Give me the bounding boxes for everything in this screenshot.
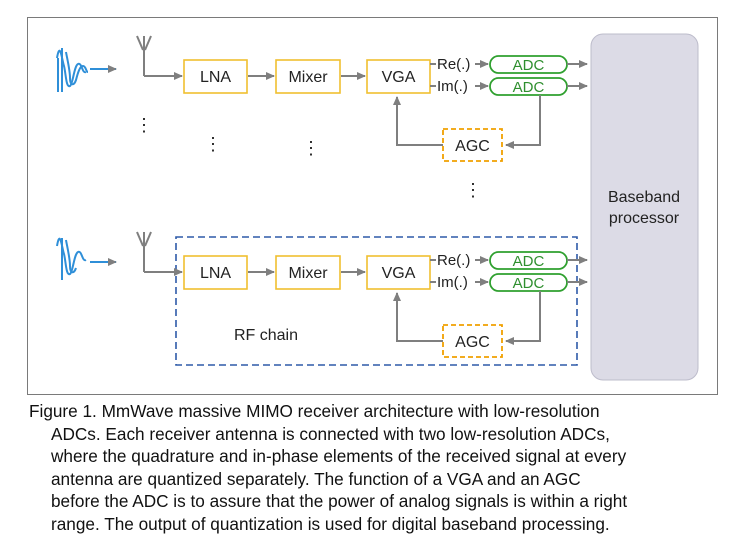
agc-label: AGC — [455, 334, 490, 351]
ellipsis-agc: ⋮ — [464, 180, 482, 200]
vga-label: VGA — [382, 265, 416, 282]
rf-chain-label: RF chain — [234, 327, 298, 344]
caption-line-4: antenna are quantized separately. The fu… — [51, 468, 581, 489]
caption-line-6: range. The output of quantization is use… — [51, 513, 610, 534]
lna-label: LNA — [200, 265, 231, 282]
baseband-label-line2: processor — [609, 210, 680, 227]
im-label: Im(.) — [437, 274, 468, 291]
re-label: Re(.) — [437, 56, 470, 73]
adc-re-label: ADC — [513, 57, 545, 74]
ellipsis-antenna: ⋮ — [135, 115, 153, 135]
caption-line-2: ADCs. Each receiver antenna is connected… — [51, 423, 610, 444]
rf-chain-boundary — [175, 236, 578, 366]
vga-block — [366, 255, 431, 290]
figure-caption: Figure 1. MmWave massive MIMO receiver a… — [29, 400, 719, 535]
caption-line-1: MmWave massive MIMO receiver architectur… — [101, 401, 600, 421]
mixer-block — [275, 255, 341, 290]
adc-im-label: ADC — [513, 275, 545, 292]
agc-label: AGC — [455, 138, 490, 155]
antenna-icon — [136, 231, 172, 273]
mixer-label: Mixer — [288, 69, 328, 86]
vga-label: VGA — [382, 69, 416, 86]
re-label: Re(.) — [437, 252, 470, 269]
lna-label: LNA — [200, 69, 231, 86]
receiver-architecture-diagram: Baseband processor LNA Mixer VGA Re(.) I… — [56, 33, 699, 381]
caption-first-line: Figure 1. MmWave massive MIMO receiver a… — [29, 400, 719, 423]
mixer-label: Mixer — [288, 265, 328, 282]
mixer-block — [275, 59, 341, 94]
adc-re-label: ADC — [513, 253, 545, 270]
vga-block — [366, 59, 431, 94]
agc-block — [442, 324, 503, 358]
caption-figure-label: Figure 1. — [29, 401, 97, 421]
agc-block — [442, 128, 503, 162]
lna-block — [183, 59, 248, 94]
antenna-icon — [136, 35, 172, 77]
im-label: Im(.) — [437, 78, 468, 95]
baseband-label-line1: Baseband — [608, 189, 680, 206]
figure-frame — [27, 17, 718, 395]
adc-im-label: ADC — [513, 79, 545, 96]
caption-line-5: before the ADC is to assure that the pow… — [51, 491, 628, 511]
caption-line-3: where the quadrature and in-phase elemen… — [51, 446, 627, 466]
ellipsis-lna: ⋮ — [204, 134, 222, 154]
lna-block — [183, 255, 248, 290]
rf-chain-top: LNA Mixer VGA Re(.) Im(.) ADC ADC AGC — [56, 35, 588, 162]
baseband-processor-block — [590, 33, 699, 381]
ellipsis-mixer: ⋮ — [302, 138, 320, 158]
rf-chain-bottom: LNA Mixer VGA Re(.) Im(.) ADC ADC AGC — [56, 231, 588, 358]
